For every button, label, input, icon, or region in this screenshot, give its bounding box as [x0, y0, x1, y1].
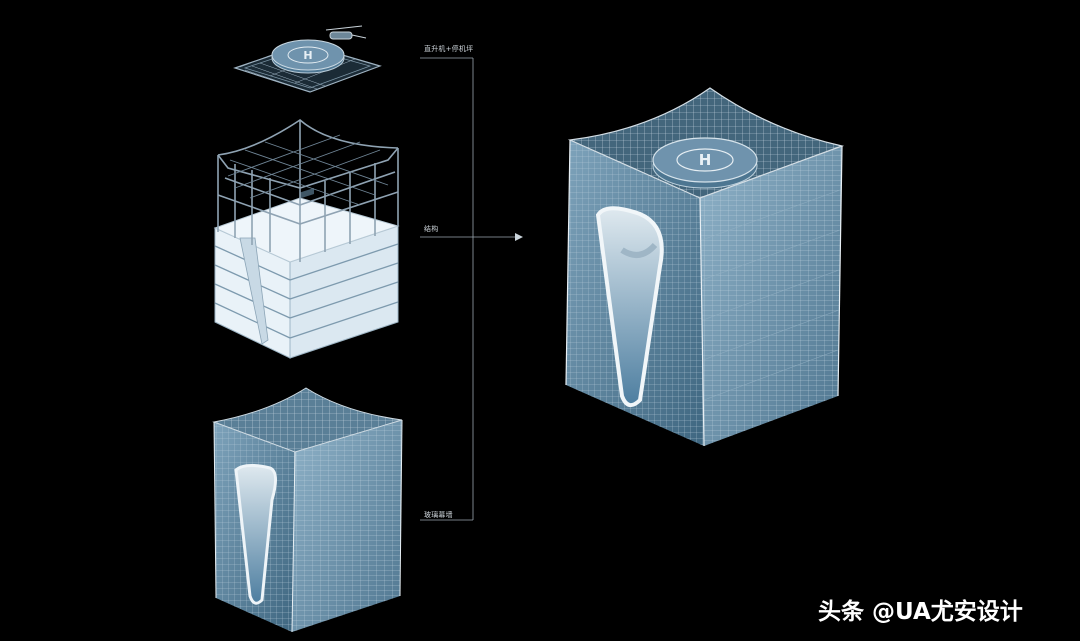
assembled-tower: H: [565, 87, 845, 447]
tower-helipad-h-icon: H: [699, 151, 712, 169]
connector-lines: [420, 57, 515, 521]
structure-layer: [213, 118, 400, 359]
helipad-h-icon: H: [303, 49, 312, 62]
helicopter-icon: [325, 25, 367, 40]
tower-void: [595, 206, 664, 408]
arrow-right-icon: [515, 233, 523, 241]
helipad-layer: H: [233, 25, 382, 93]
tower-helipad: [652, 137, 758, 183]
label-helipad: 直升机+停机坪: [424, 45, 474, 53]
label-structure: 结构: [424, 225, 439, 233]
watermark: 头条 @UA尤安设计: [818, 599, 1023, 625]
curtain-wall-layer: [212, 387, 403, 633]
structure-frame: [217, 118, 399, 262]
label-curtain-wall: 玻璃幕墙: [424, 511, 453, 519]
curtain-wall-void: [234, 463, 277, 605]
